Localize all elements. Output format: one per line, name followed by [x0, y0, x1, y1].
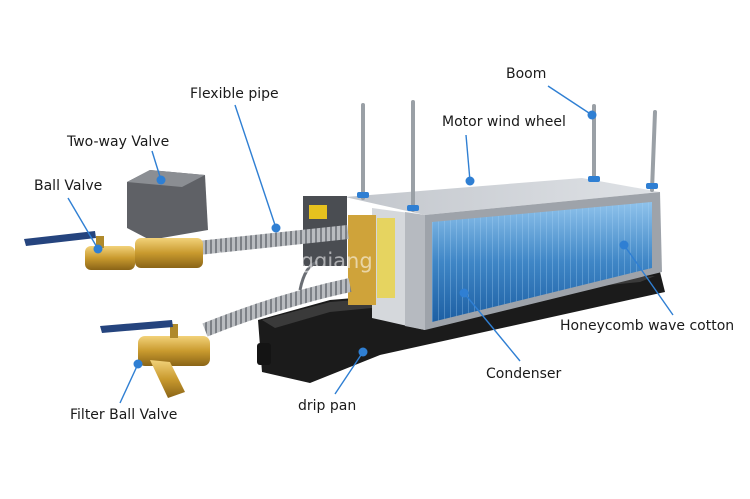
coil-fins	[432, 202, 652, 322]
drip-pan-outlet	[257, 343, 271, 365]
boom-nuts	[357, 176, 658, 211]
label-two-way-valve: Two-way Valve	[67, 134, 170, 150]
filter-valve-stem	[170, 324, 178, 338]
ball-valve-stem	[96, 236, 104, 248]
leader-lines	[67, 85, 674, 404]
label-flexible-pipe: Flexible pipe	[190, 86, 279, 102]
label-filter-ball-valve: Filter Ball Valve	[70, 407, 178, 423]
filter-valve-body	[138, 336, 210, 366]
leader-dots	[93, 110, 629, 369]
label-boom: Boom	[506, 66, 547, 82]
label-honeycomb-wave-cotton: Honeycomb wave cotton	[560, 318, 735, 334]
drain-tube	[298, 260, 319, 291]
end-panel-shadow	[405, 212, 425, 330]
label-drip-pan: drip pan	[298, 398, 357, 414]
flexible-pipe-upper	[197, 225, 349, 255]
two-way-valve-body	[135, 238, 203, 268]
valve-actuator	[127, 170, 208, 240]
casing-top	[345, 178, 660, 215]
label-motor-wind-wheel: Motor wind wheel	[442, 114, 566, 130]
warning-label	[309, 205, 327, 219]
ball-valve-body	[85, 246, 135, 270]
watermark: dongjiangqiang	[210, 249, 373, 273]
valve-actuator-top	[127, 170, 205, 187]
label-ball-valve: Ball Valve	[34, 178, 103, 194]
label-condenser: Condenser	[486, 366, 562, 382]
filter-strainer	[150, 360, 185, 398]
connection-block	[348, 215, 376, 305]
flexible-pipe-lower	[202, 278, 352, 337]
filter-valve-handle	[100, 320, 173, 333]
side-labels	[377, 218, 395, 298]
ball-valve-handle	[24, 231, 96, 246]
